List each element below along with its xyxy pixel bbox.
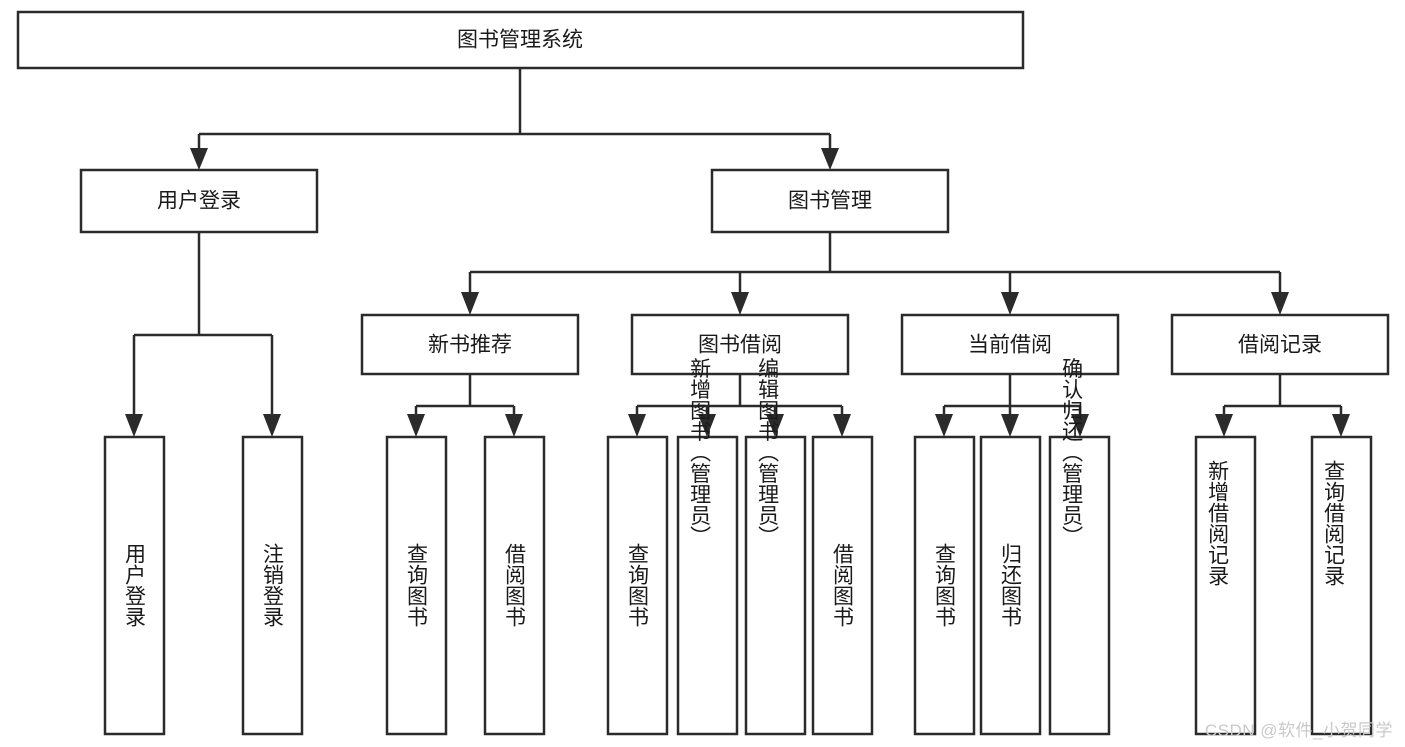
node-book-manage-box[interactable] <box>710 168 950 234</box>
node-leaf-borrow-book-1[interactable]: 借阅图书 <box>483 435 546 736</box>
node-leaf-add-record-label: 新增借阅记录 <box>1206 460 1230 586</box>
node-leaf-user-login-label: 用户登录 <box>123 543 147 627</box>
node-new-book-rec-box[interactable] <box>360 313 580 376</box>
arrow-to-book-borrow <box>731 292 749 315</box>
node-user-login-label: 用户登录 <box>157 190 241 213</box>
arrow-to-leaf-borrow-book-2 <box>833 414 851 437</box>
node-book-borrow-label: 图书借阅 <box>698 334 782 357</box>
node-leaf-query-book-1[interactable]: 查询图书 <box>385 435 448 736</box>
node-current-borrow-box[interactable] <box>900 313 1120 376</box>
node-leaf-confirm-return[interactable]: 确认归还（管理员） <box>1048 358 1111 736</box>
csdn-watermark: CSDN @软件_小贺同学 <box>1204 721 1393 740</box>
node-leaf-query-record-label: 查询借阅记录 <box>1322 460 1346 586</box>
node-root-box[interactable] <box>16 10 1025 70</box>
node-borrow-record-box[interactable] <box>1170 313 1390 376</box>
arrow-to-leaf-logout <box>263 414 281 437</box>
arrow-to-new-book-rec <box>461 292 479 315</box>
node-current-borrow-label: 当前借阅 <box>968 334 1052 357</box>
node-leaf-add-record-box[interactable] <box>1194 435 1257 736</box>
node-leaf-return-book-box[interactable] <box>979 435 1042 736</box>
arrow-to-book-manage <box>821 148 839 170</box>
node-root[interactable]: 图书管理系统 <box>16 10 1025 70</box>
node-leaf-borrow-book-1-box[interactable] <box>483 435 546 736</box>
node-leaf-return-book-label: 归还图书 <box>999 543 1023 627</box>
arrow-to-user-login <box>190 148 208 170</box>
node-leaf-user-login-box[interactable] <box>103 435 166 736</box>
node-book-borrow-box[interactable] <box>630 313 850 376</box>
node-current-borrow[interactable]: 当前借阅 <box>900 313 1120 376</box>
node-leaf-user-login[interactable]: 用户登录 <box>103 435 166 736</box>
node-book-manage-label: 图书管理 <box>788 190 872 213</box>
node-leaf-logout-box[interactable] <box>241 435 304 736</box>
node-leaf-query-book-2-label: 查询图书 <box>626 543 650 627</box>
node-leaf-edit-book-label: 编辑图书（管理员） <box>756 358 780 547</box>
connector-layer <box>125 68 1350 437</box>
node-new-book-rec-label: 新书推荐 <box>428 334 512 357</box>
node-leaf-return-book[interactable]: 归还图书 <box>979 435 1042 736</box>
arrow-to-leaf-query-record <box>1332 414 1350 437</box>
arrow-to-borrow-record <box>1271 292 1289 315</box>
arrow-to-leaf-add-record <box>1215 414 1233 437</box>
node-root-label: 图书管理系统 <box>457 29 583 52</box>
node-leaf-borrow-book-1-label: 借阅图书 <box>503 543 527 627</box>
node-leaf-borrow-book-2[interactable]: 借阅图书 <box>811 435 874 736</box>
node-leaf-add-book-label: 新增图书（管理员） <box>688 358 712 547</box>
node-book-borrow[interactable]: 图书借阅 <box>630 313 850 376</box>
arrow-to-leaf-query-book-3 <box>935 414 953 437</box>
arrow-to-leaf-query-book-2 <box>628 414 646 437</box>
node-leaf-edit-book[interactable]: 编辑图书（管理员） <box>744 358 807 736</box>
node-book-manage[interactable]: 图书管理 <box>710 168 950 234</box>
node-user-login-box[interactable] <box>79 168 319 234</box>
node-leaf-query-record[interactable]: 查询借阅记录 <box>1310 435 1373 736</box>
node-leaf-query-record-box[interactable] <box>1310 435 1373 736</box>
node-leaf-add-book[interactable]: 新增图书（管理员） <box>676 358 739 736</box>
node-leaf-query-book-2[interactable]: 查询图书 <box>606 435 669 736</box>
node-leaf-query-book-3-label: 查询图书 <box>933 543 957 627</box>
node-leaf-add-book-box[interactable] <box>676 435 739 736</box>
arrow-to-leaf-edit-book <box>766 414 784 437</box>
node-borrow-record-label: 借阅记录 <box>1238 334 1322 357</box>
node-leaf-borrow-book-2-label: 借阅图书 <box>831 543 855 627</box>
node-leaf-query-book-2-box[interactable] <box>606 435 669 736</box>
node-leaf-add-record[interactable]: 新增借阅记录 <box>1194 435 1257 736</box>
node-new-book-rec[interactable]: 新书推荐 <box>360 313 580 376</box>
arrow-to-current-borrow <box>1001 292 1019 315</box>
node-leaf-logout-label: 注销登录 <box>261 543 285 627</box>
arrow-to-leaf-add-book <box>698 414 716 437</box>
arrow-to-leaf-query-book-1 <box>407 414 425 437</box>
node-leaf-query-book-3-box[interactable] <box>913 435 976 736</box>
node-leaf-confirm-return-label: 确认归还（管理员） <box>1060 358 1084 547</box>
node-leaf-query-book-1-label: 查询图书 <box>405 543 429 627</box>
node-leaf-confirm-return-box[interactable] <box>1048 435 1111 736</box>
node-borrow-record[interactable]: 借阅记录 <box>1170 313 1390 376</box>
node-leaf-edit-book-box[interactable] <box>744 435 807 736</box>
node-leaf-query-book-1-box[interactable] <box>385 435 448 736</box>
arrow-to-leaf-return-book <box>1001 414 1019 437</box>
arrow-to-leaf-borrow-book-1 <box>505 414 523 437</box>
node-leaf-query-book-3[interactable]: 查询图书 <box>913 435 976 736</box>
arrow-to-leaf-user-login <box>125 414 143 437</box>
node-user-login[interactable]: 用户登录 <box>79 168 319 234</box>
arrow-to-leaf-confirm-return <box>1071 414 1089 437</box>
node-leaf-logout[interactable]: 注销登录 <box>241 435 304 736</box>
node-leaf-borrow-book-2-box[interactable] <box>811 435 874 736</box>
